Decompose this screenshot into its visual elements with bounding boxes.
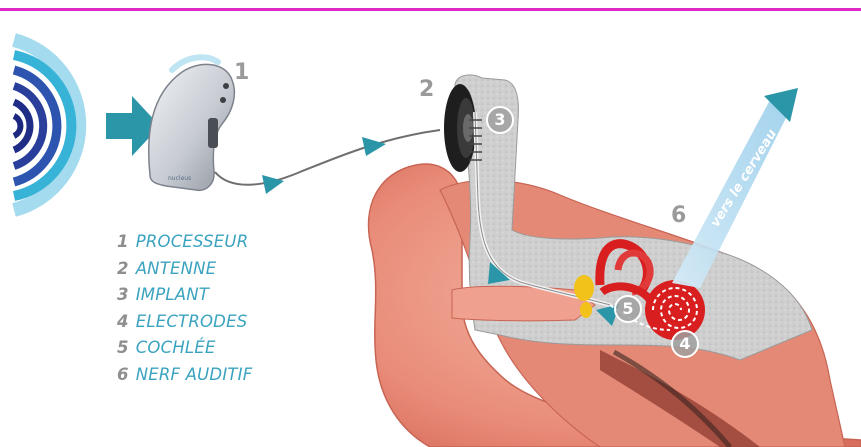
- legend-number: 1: [117, 232, 129, 251]
- legend-item: 2 ANTENNE: [117, 256, 252, 283]
- legend: 1 PROCESSEUR 2 ANTENNE 3 IMPLANT 4 ELECTRODE…: [117, 229, 252, 388]
- callout-processor: 1: [234, 60, 249, 85]
- hearing-processor-icon: nucleus: [149, 57, 235, 190]
- legend-label: COCHLÉE: [136, 338, 216, 357]
- legend-number: 2: [117, 259, 129, 278]
- arrow-icon: [362, 137, 386, 156]
- callout-cochlea: 5: [614, 295, 642, 323]
- legend-item: 1 PROCESSEUR: [117, 229, 252, 256]
- legend-item: 6 NERF AUDITIF: [117, 362, 252, 389]
- legend-label: IMPLANT: [136, 285, 209, 304]
- ear-illustration: [369, 75, 861, 447]
- callout-antenna: 2: [419, 77, 434, 102]
- callout-implant: 3: [486, 106, 514, 134]
- svg-text:nucleus: nucleus: [168, 175, 191, 182]
- legend-item: 5 COCHLÉE: [117, 335, 252, 362]
- legend-number: 6: [117, 365, 129, 384]
- legend-number: 3: [117, 285, 129, 304]
- callout-electrodes: 4: [671, 330, 699, 358]
- sound-wave-icon: [14, 40, 79, 210]
- legend-label: PROCESSEUR: [136, 232, 249, 251]
- legend-item: 3 IMPLANT: [117, 282, 252, 309]
- legend-number: 4: [117, 312, 129, 331]
- legend-number: 5: [117, 338, 129, 357]
- arrow-icon: [262, 175, 284, 194]
- legend-label: ANTENNE: [136, 259, 217, 278]
- legend-label: NERF AUDITIF: [136, 365, 253, 384]
- legend-item: 4 ELECTRODES: [117, 309, 252, 336]
- callout-nerve: 6: [671, 203, 686, 228]
- legend-label: ELECTRODES: [136, 312, 248, 331]
